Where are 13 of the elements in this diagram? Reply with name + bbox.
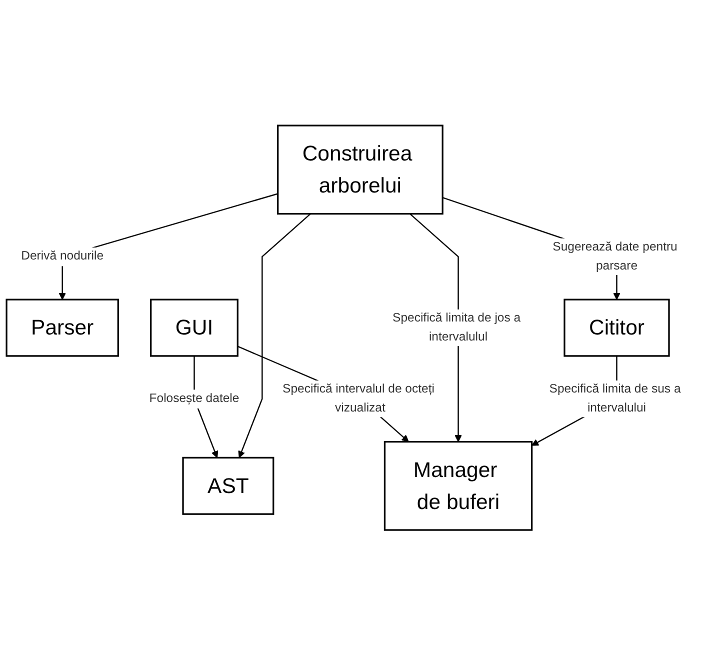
node-box: AST <box>182 456 274 515</box>
node-box: GUI <box>150 298 238 356</box>
edge-label: Specifică limita de sus a intervalului <box>549 382 681 414</box>
edge-label: Derivă nodurile <box>21 248 104 263</box>
edge-label: Sugerează date pentru parsare <box>552 240 678 272</box>
node-box: Cititor <box>564 298 670 356</box>
edge-label: Specifică intervalul de octeți vizualizat <box>282 382 434 414</box>
edge-label: Specifică limita de jos a intervalulul <box>392 310 521 344</box>
node-box: Construirea arborelui <box>277 124 444 214</box>
edge-label: Folosește datele <box>149 391 240 405</box>
node-box: Manager de buferi <box>384 440 533 531</box>
node-box: Parser <box>6 298 119 356</box>
arrow <box>238 213 311 458</box>
